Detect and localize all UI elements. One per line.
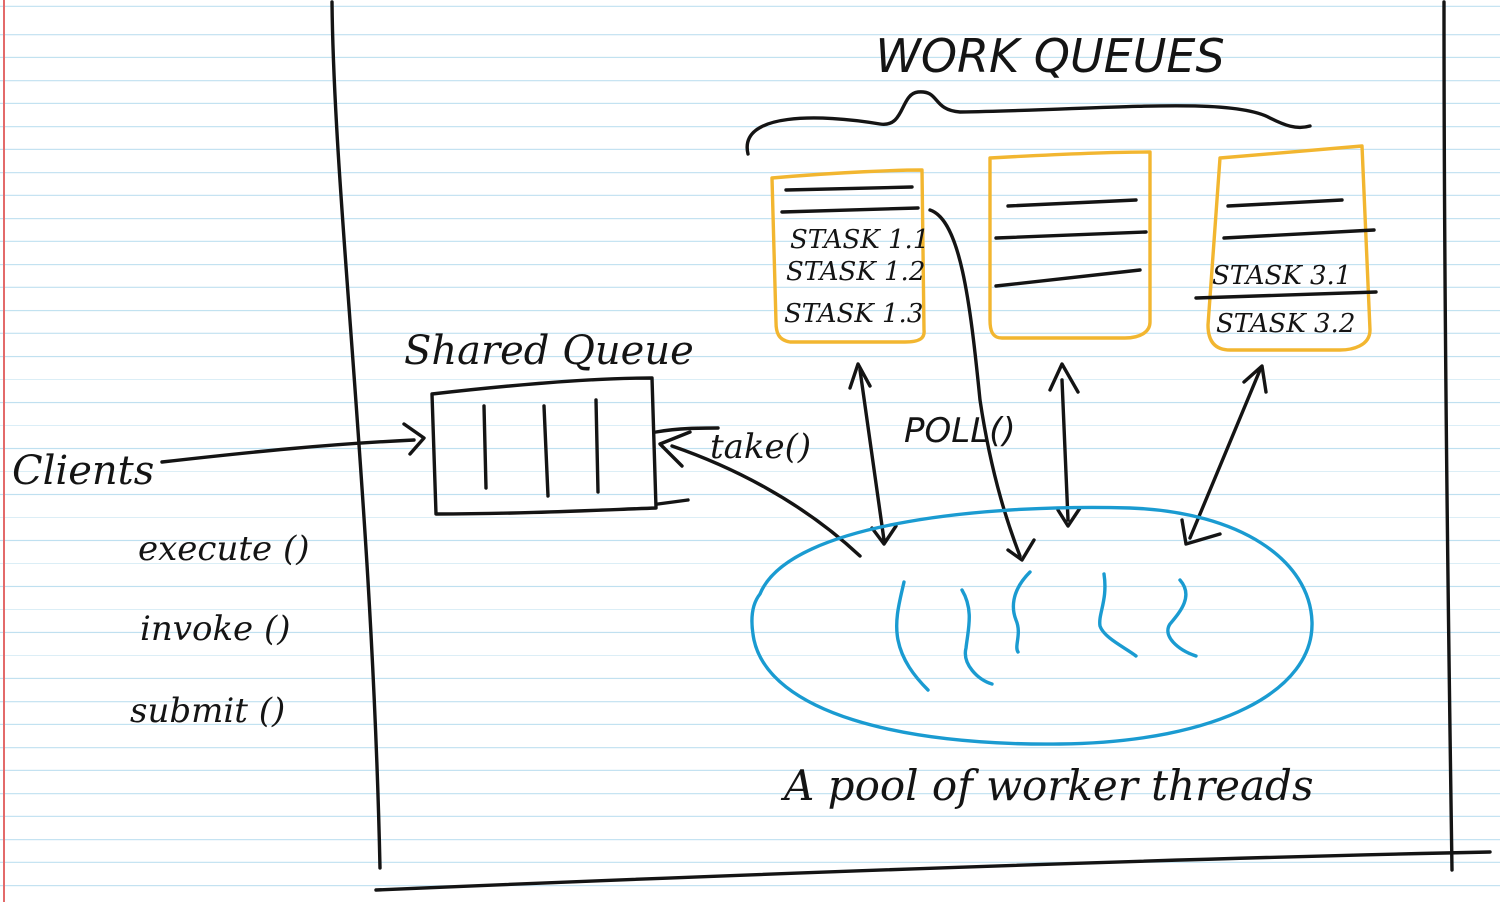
task-label: STASK 1.3 <box>784 299 923 329</box>
client-method: execute () <box>138 529 309 569</box>
take-arrow <box>654 426 720 434</box>
queue-2-arrows <box>928 208 1036 562</box>
clients-arrow <box>160 438 416 464</box>
margin-line <box>3 0 5 902</box>
task-label: STASK 3.2 <box>1216 309 1355 339</box>
work-queue-3: STASK 3.1 STASK 3.2 <box>1194 144 1378 352</box>
work-queues-brace <box>745 90 1312 156</box>
client-method: submit () <box>130 691 285 731</box>
work-queues-title: WORK QUEUES <box>875 29 1224 83</box>
client-method: invoke () <box>140 609 291 649</box>
queue-4-arrows <box>1180 364 1268 546</box>
system-frame <box>330 0 1492 892</box>
take-label: take() <box>710 427 811 467</box>
work-queue-1: STASK 1.1 STASK 1.2 STASK 1.3 <box>770 168 929 344</box>
task-label: STASK 1.2 <box>786 257 925 287</box>
shared-queue-box <box>430 376 690 516</box>
thread-pool <box>750 505 1314 746</box>
clients-label: Clients <box>12 448 154 494</box>
task-label: STASK 3.1 <box>1212 261 1351 291</box>
queue-3-arrows <box>1048 362 1082 528</box>
thread-pool-label: A pool of worker threads <box>780 761 1314 810</box>
task-label: STASK 1.1 <box>790 225 929 255</box>
work-queue-2 <box>988 150 1152 340</box>
shared-queue-label: Shared Queue <box>404 328 694 374</box>
queue-1-arrows <box>848 362 898 546</box>
poll-label: POLL() <box>904 411 1016 451</box>
